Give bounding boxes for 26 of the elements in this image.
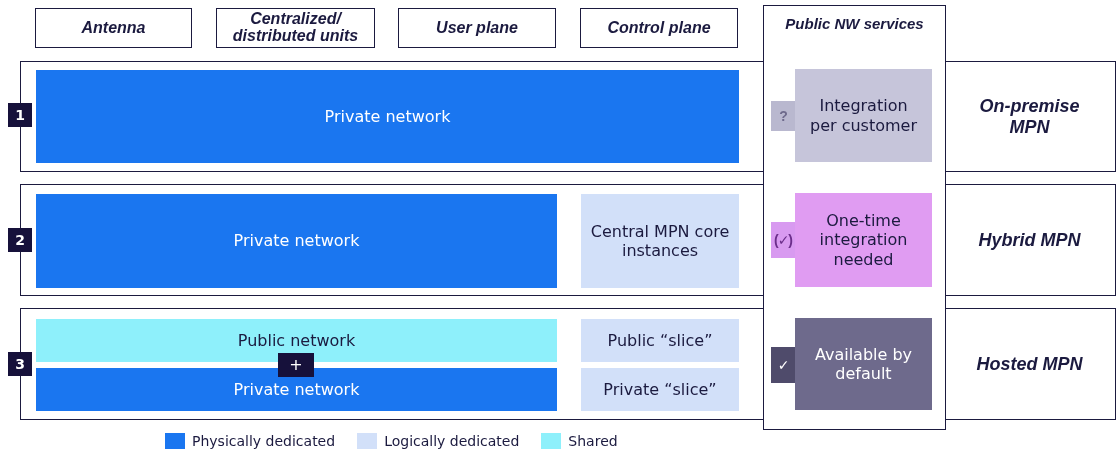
- network-block: Private network: [36, 70, 739, 163]
- column-header: User plane: [398, 8, 556, 48]
- row-label: Hybrid MPN: [977, 229, 1082, 251]
- plus-badge: +: [278, 353, 314, 377]
- integration-box: Integration per customer: [795, 69, 932, 162]
- column-header: Control plane: [580, 8, 738, 48]
- core-block: Private “slice”: [581, 368, 739, 411]
- status-marker: ?: [771, 101, 795, 131]
- core-block: Public “slice”: [581, 319, 739, 362]
- row-number-badge: 3: [8, 352, 32, 376]
- column-header: Centralized/ distributed units: [216, 8, 375, 48]
- row-number-badge: 2: [8, 228, 32, 252]
- integration-box: One-time integration needed: [795, 193, 932, 287]
- network-block: Private network: [36, 194, 557, 288]
- integration-box: Available by default: [795, 318, 932, 410]
- row-label: On-premise MPN: [978, 95, 1081, 138]
- row-number-badge: 1: [8, 103, 32, 127]
- status-marker: ✓: [771, 347, 795, 383]
- row-label: Hosted MPN: [975, 353, 1084, 375]
- core-block: Central MPN core instances: [581, 194, 739, 288]
- column-header: Antenna: [35, 8, 192, 48]
- status-marker: (✓): [771, 222, 795, 258]
- column-heading: Public NW services: [785, 15, 924, 32]
- legend-label: Physically dedicated: [192, 433, 336, 449]
- legend-label: Logically dedicated: [384, 433, 520, 449]
- legend-label: Shared: [568, 433, 618, 449]
